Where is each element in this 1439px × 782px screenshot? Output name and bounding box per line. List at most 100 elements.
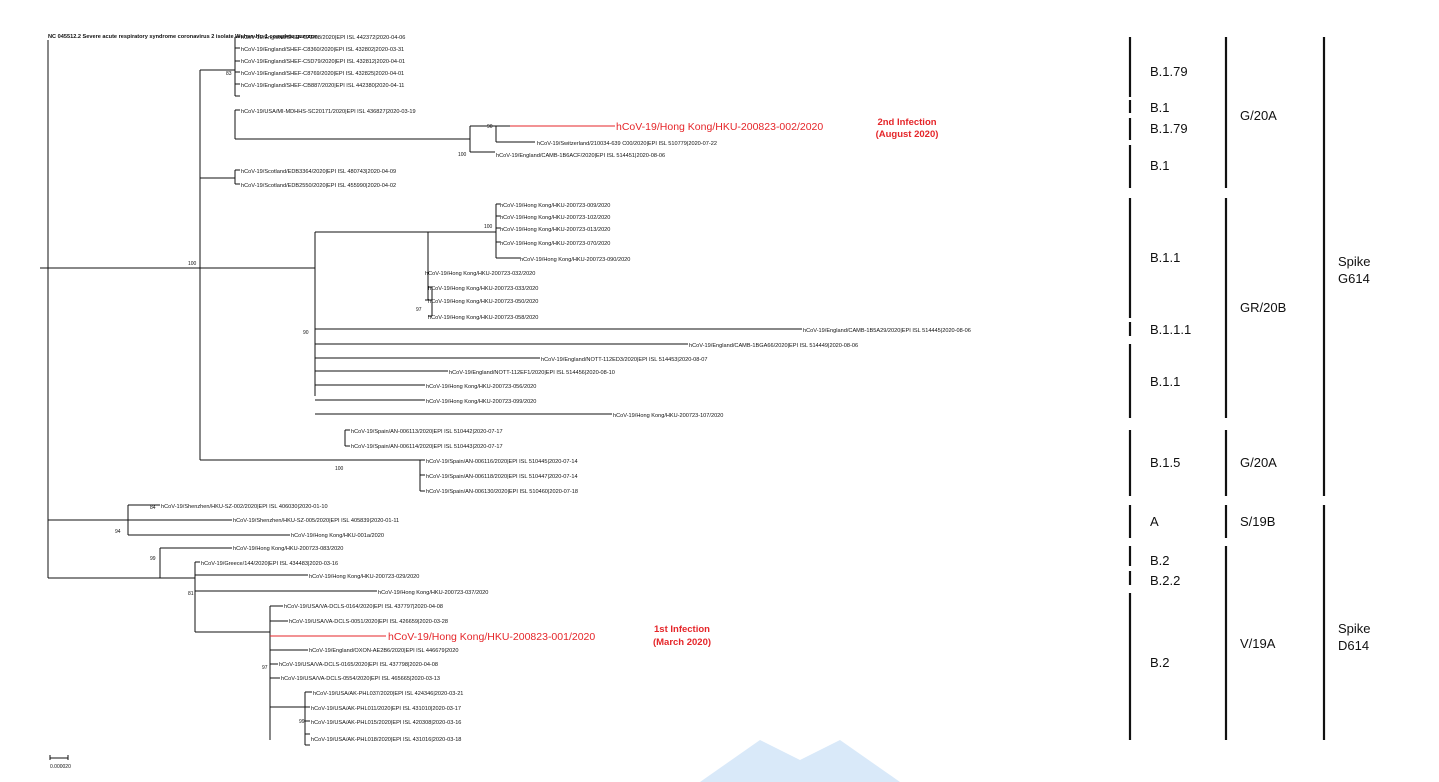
lineage-label: B.2.2 [1150, 573, 1180, 588]
infection-annotations: 2nd Infection (August 2020) 1st Infectio… [653, 117, 938, 648]
lineage-label: B.1 [1150, 100, 1170, 115]
bootstrap-values: 83 90 100 100 100 97 90 100 84 94 99 81 … [115, 71, 493, 725]
bootstrap-value: 90 [487, 124, 493, 130]
taxon-label: hCoV-19/USA/AK-PHL018/2020|EPI ISL 43101… [311, 737, 461, 743]
lineage-label: B.1.5 [1150, 455, 1180, 470]
taxon-label: hCoV-19/Hong Kong/HKU-200723-107/2020 [613, 413, 723, 419]
clade-label: V/19A [1240, 636, 1276, 651]
bootstrap-value: 100 [458, 152, 467, 158]
bootstrap-value: 81 [188, 591, 194, 597]
taxon-label: hCoV-19/USA/VA-DCLS-0164/2020|EPI ISL 43… [284, 604, 443, 610]
taxon-label: hCoV-19/Scotland/EDB2550/2020|EPI ISL 45… [241, 183, 396, 189]
taxon-label: hCoV-19/Greece/144/2020|EPI ISL 434483|2… [201, 561, 338, 567]
taxon-label: hCoV-19/Hong Kong/HKU-200723-032/2020 [425, 271, 535, 277]
taxon-label: hCoV-19/Hong Kong/HKU-200723-013/2020 [500, 227, 610, 233]
tree-title: NC 045512.2 Severe acute respiratory syn… [48, 34, 317, 40]
taxon-label: hCoV-19/Hong Kong/HKU-200723-033/2020 [428, 286, 538, 292]
branch [48, 504, 290, 536]
bootstrap-value: 97 [262, 665, 268, 671]
branch [47, 40, 55, 579]
taxon-label-highlight: hCoV-19/Hong Kong/HKU-200823-001/2020 [388, 631, 595, 643]
taxon-label: hCoV-19/USA/MI-MDHHS-SC20171/2020|EPI IS… [241, 109, 416, 115]
lineage-label: B.1.79 [1150, 121, 1188, 136]
taxon-label: hCoV-19/England/SHEF-C8360/2020|EPI ISL … [241, 47, 404, 53]
taxon-label: hCoV-19/England/CAMB-1B5A29/2020|EPI ISL… [803, 328, 971, 334]
taxon-label: hCoV-19/Switzerland/210034-639 C00/2020|… [537, 141, 717, 147]
bootstrap-value: 99 [150, 556, 156, 562]
taxa-labels: hCoV-19/England/SHEF-CAE08/2020|EPI ISL … [161, 35, 971, 743]
lineage-label: B.1.79 [1150, 64, 1188, 79]
branch [200, 36, 240, 111]
lineage-label: B.1 [1150, 158, 1170, 173]
spike-label: G614 [1338, 271, 1370, 286]
second-infection-date: (August 2020) [876, 129, 939, 140]
second-infection-label: 2nd Infection [877, 117, 936, 128]
bootstrap-value: 84 [150, 505, 156, 511]
taxon-label: hCoV-19/Spain/AN-006130/2020|EPI ISL 510… [426, 489, 578, 495]
spike-label: Spike [1338, 254, 1371, 269]
taxon-label: hCoV-19/Spain/AN-006114/2020|EPI ISL 510… [351, 444, 503, 450]
branch [48, 547, 377, 746]
spike-label: D614 [1338, 638, 1369, 653]
taxon-label: hCoV-19/USA/VA-DCLS-0165/2020|EPI ISL 43… [279, 662, 438, 668]
taxon-label: hCoV-19/England/SHEF-C5D79/2020|EPI ISL … [241, 59, 405, 65]
taxon-label: hCoV-19/England/OXON-AE2B6/2020|EPI ISL … [309, 648, 458, 654]
taxon-label: hCoV-19/Hong Kong/HKU-200723-083/2020 [233, 546, 343, 552]
taxon-label: hCoV-19/USA/VA-DCLS-0554/2020|EPI ISL 46… [281, 676, 440, 682]
bootstrap-value: 100 [335, 466, 344, 472]
tree-branches [40, 36, 802, 760]
taxon-label: hCoV-19/Scotland/EDB3364/2020|EPI ISL 48… [241, 169, 396, 175]
taxon-label: hCoV-19/England/SHEF-CAE08/2020|EPI ISL … [241, 35, 405, 41]
clade-label: G/20A [1240, 455, 1277, 470]
taxon-label: hCoV-19/England/SHEF-C8769/2020|EPI ISL … [241, 71, 404, 77]
branch [200, 169, 240, 185]
scale-bar [49, 755, 69, 760]
taxon-label: hCoV-19/USA/VA-DCLS-0051/2020|EPI ISL 42… [289, 619, 448, 625]
taxon-label: hCoV-19/Shenzhen/HKU-SZ-005/2020|EPI ISL… [233, 518, 399, 524]
bootstrap-value: 100 [188, 261, 197, 267]
taxon-label: hCoV-19/USA/AK-PHL011/2020|EPI ISL 43101… [311, 706, 461, 712]
clade-label: S/19B [1240, 514, 1275, 529]
branch [200, 203, 520, 396]
taxon-label: hCoV-19/England/NOTT-112EF1/2020|EPI ISL… [449, 370, 615, 376]
branch [48, 70, 201, 460]
taxon-label: hCoV-19/England/CAMB-1B6ACF/2020|EPI ISL… [496, 153, 665, 159]
taxon-label: hCoV-19/Hong Kong/HKU-200723-058/2020 [428, 315, 538, 321]
taxon-label: hCoV-19/Shenzhen/HKU-SZ-002/2020|EPI ISL… [161, 504, 328, 510]
lineage-label: B.2 [1150, 553, 1170, 568]
taxon-label: hCoV-19/Hong Kong/HKU-200723-050/2020 [428, 299, 538, 305]
taxon-label: hCoV-19/Hong Kong/HKU-200723-070/2020 [500, 241, 610, 247]
taxon-label: hCoV-19/Spain/AN-006118/2020|EPI ISL 510… [426, 474, 578, 480]
taxon-label: hCoV-19/Hong Kong/HKU-200723-056/2020 [426, 384, 536, 390]
taxon-label: hCoV-19/England/NOTT-112ED3/2020|EPI ISL… [541, 357, 707, 363]
taxon-label: hCoV-19/Hong Kong/HKU-200723-009/2020 [500, 203, 610, 209]
spike-label: Spike [1338, 621, 1371, 636]
spike-labels: Spike G614 Spike D614 [1338, 254, 1371, 653]
bootstrap-value: 99 [299, 719, 305, 725]
taxon-label: hCoV-19/Spain/AN-006116/2020|EPI ISL 510… [426, 459, 578, 465]
taxon-label: hCoV-19/England/CAMB-1BGA66/2020|EPI ISL… [689, 343, 858, 349]
branch [200, 429, 425, 492]
bootstrap-value: 83 [226, 71, 232, 77]
first-infection-date: (March 2020) [653, 637, 711, 648]
taxon-label: hCoV-19/Spain/AN-006113/2020|EPI ISL 510… [351, 429, 503, 435]
branch [234, 110, 535, 153]
taxon-label-highlight: hCoV-19/Hong Kong/HKU-200823-002/2020 [616, 121, 823, 133]
taxon-label: hCoV-19/Hong Kong/HKU-200723-102/2020 [500, 215, 610, 221]
first-infection-label: 1st Infection [654, 624, 710, 635]
bootstrap-value: 100 [484, 224, 493, 230]
lineage-label: B.1.1 [1150, 374, 1180, 389]
bootstrap-value: 90 [303, 330, 309, 336]
taxon-label: hCoV-19/USA/AK-PHL015/2020|EPI ISL 42030… [311, 720, 461, 726]
taxon-label: hCoV-19/Hong Kong/HKU-001a/2020 [291, 533, 384, 539]
lineage-label: B.1.1.1 [1150, 322, 1191, 337]
bootstrap-value: 97 [416, 307, 422, 313]
watermark-chevron [700, 740, 900, 782]
taxon-label: hCoV-19/Hong Kong/HKU-200723-090/2020 [520, 257, 630, 263]
lineage-labels: B.1.79 B.1 B.1.79 B.1 B.1.1 B.1.1.1 B.1.… [1150, 64, 1191, 670]
taxon-label: hCoV-19/USA/AK-PHL037/2020|EPI ISL 42434… [313, 691, 463, 697]
taxon-label: hCoV-19/Hong Kong/HKU-200723-099/2020 [426, 399, 536, 405]
clade-labels: G/20A GR/20B G/20A S/19B V/19A [1240, 108, 1286, 651]
clade-label: G/20A [1240, 108, 1277, 123]
